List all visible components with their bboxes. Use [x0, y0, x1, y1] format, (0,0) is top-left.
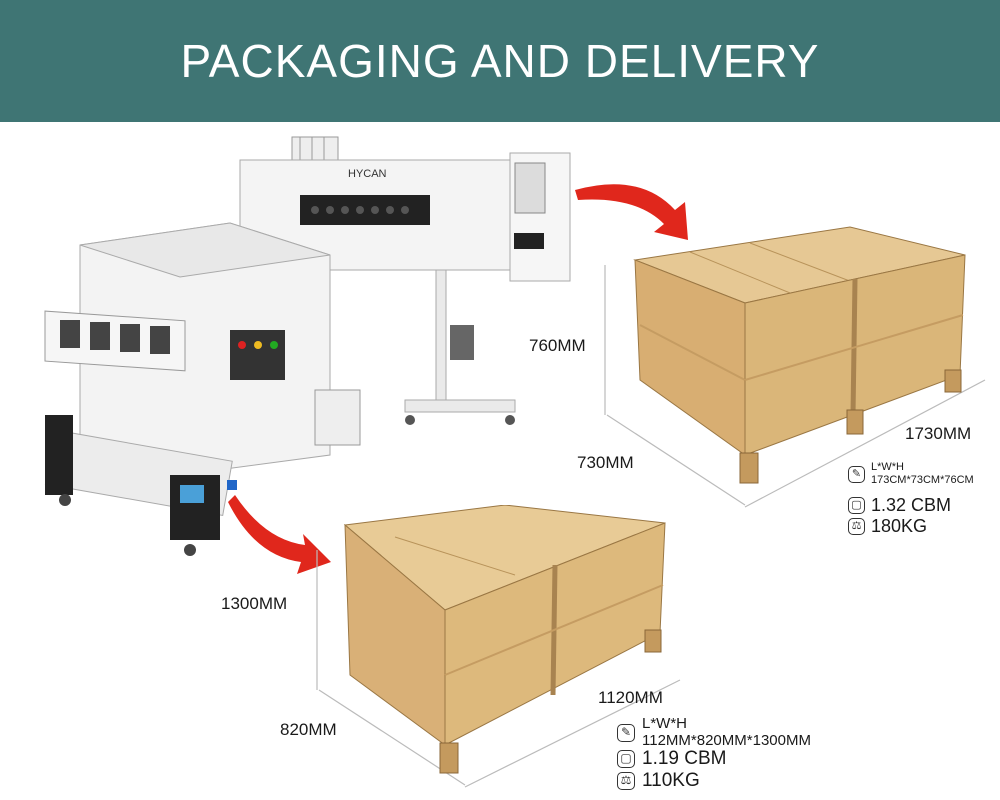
- arrow-icon-to-crate2: [228, 495, 331, 574]
- crate2-volume-row: ▢ 1.19 CBM: [617, 748, 726, 770]
- crate2-lwh-label: L*W*H: [642, 715, 688, 732]
- crate2-weight: 110KG: [642, 770, 700, 791]
- crate2-lwh-row: ✎ L*W*H 112MM*820MM*1300MM: [617, 716, 811, 749]
- crate2-width-label: 820MM: [280, 720, 337, 739]
- crate2-length-label: 1120MM: [598, 688, 663, 707]
- crate1-lwh-row: ✎ L*W*H 173CM*73CM*76CM: [848, 461, 974, 487]
- header-banner: PACKAGING AND DELIVERY: [0, 0, 1000, 122]
- dtf-printer-machine: HYCAN: [44, 136, 571, 556]
- crate1-lwh-label: L*W*H: [871, 461, 905, 473]
- crate1-volume-row: ▢ 1.32 CBM: [848, 495, 951, 516]
- cube-icon: ▢: [617, 750, 635, 768]
- arrow-icon-to-crate1: [575, 184, 688, 240]
- scale-icon: ⚖: [617, 772, 635, 790]
- wooden-crate-small: [316, 505, 681, 788]
- crate1-height-label: 760MM: [529, 336, 586, 355]
- crate2-volume: 1.19 CBM: [642, 748, 727, 769]
- ruler-icon: ✎: [617, 723, 635, 742]
- page-title: PACKAGING AND DELIVERY: [180, 35, 820, 87]
- ruler-icon: ✎: [848, 465, 865, 483]
- cube-icon: ▢: [848, 497, 865, 514]
- crate1-length-label: 1730MM: [905, 424, 972, 443]
- crate2-lwh-value: 112MM*820MM*1300MM: [642, 732, 811, 749]
- crate1-weight: 180KG: [871, 516, 928, 536]
- crate2-height-label: 1300MM: [221, 594, 288, 613]
- crate1-volume: 1.32 CBM: [871, 495, 952, 515]
- wooden-crate-large: [604, 226, 986, 508]
- crate1-weight-row: ⚖ 180KG: [848, 516, 927, 537]
- crate1-width-label: 730MM: [577, 453, 634, 472]
- printer-brand-label: HYCAN: [348, 168, 387, 180]
- crate2-weight-row: ⚖ 110KG: [617, 770, 700, 792]
- scale-icon: ⚖: [848, 518, 865, 535]
- crate1-lwh-value: 173CM*73CM*76CM: [871, 474, 974, 486]
